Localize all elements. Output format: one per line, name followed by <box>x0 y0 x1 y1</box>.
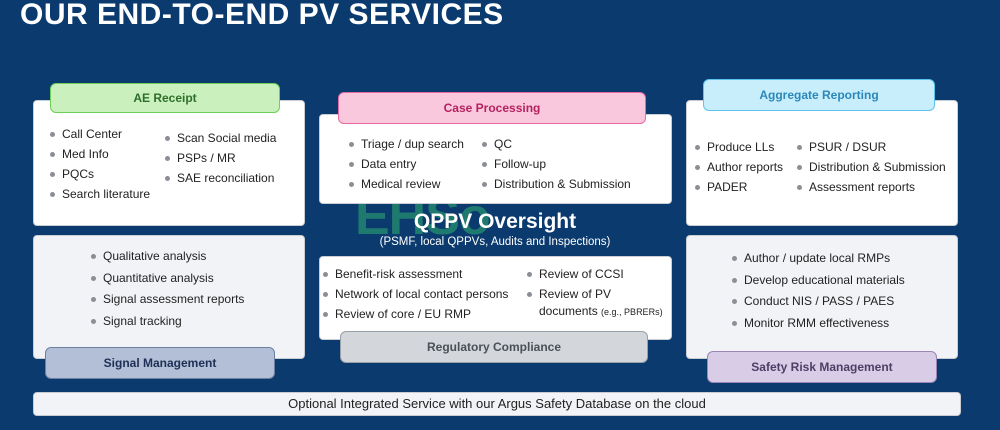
list-item: Data entry <box>349 154 464 174</box>
list-item: Author reports <box>695 157 783 177</box>
list-item: Med Info <box>50 144 150 164</box>
case-processing-panel: Triage / dup search Data entry Medical r… <box>319 114 672 204</box>
list-item: Author / update local RMPs <box>732 248 905 270</box>
list-item: Review of CCSI <box>527 264 624 284</box>
aggregate-reporting-tab: Aggregate Reporting <box>703 79 935 111</box>
list-item: Assessment reports <box>797 177 946 197</box>
ae-receipt-list-left: Call Center Med Info PQCs Search literat… <box>50 124 150 204</box>
list-item: Medical review <box>349 174 464 194</box>
regulatory-compliance-list-right: Review of CCSI Review of PV <box>527 264 624 304</box>
optional-service-banner: Optional Integrated Service with our Arg… <box>33 392 961 416</box>
list-item: Triage / dup search <box>349 134 464 154</box>
list-item: Signal assessment reports <box>91 289 244 311</box>
case-processing-list-left: Triage / dup search Data entry Medical r… <box>349 134 464 194</box>
list-item: SAE reconciliation <box>165 168 276 188</box>
list-item: Review of PV <box>527 284 624 304</box>
list-item: Review of core / EU RMP <box>323 304 508 324</box>
case-processing-tab: Case Processing <box>338 92 646 124</box>
safety-risk-management-tab: Safety Risk Management <box>707 351 937 383</box>
list-item-note: (e.g., PBRERs) <box>601 307 663 317</box>
list-item: PSPs / MR <box>165 148 276 168</box>
list-item: Call Center <box>50 124 150 144</box>
list-item: Benefit-risk assessment <box>323 264 508 284</box>
list-item: Network of local contact persons <box>323 284 508 304</box>
list-item: Follow-up <box>482 154 631 174</box>
case-processing-list-right: QC Follow-up Distribution & Submission <box>482 134 631 194</box>
list-item: Develop educational materials <box>732 270 905 292</box>
list-item-continuation: documents (e.g., PBRERs) <box>539 304 663 319</box>
safety-risk-management-list: Author / update local RMPs Develop educa… <box>732 248 905 334</box>
safety-risk-management-panel: Author / update local RMPs Develop educa… <box>686 235 958 359</box>
list-item: Distribution & Submission <box>797 157 946 177</box>
list-item: Qualitative analysis <box>91 246 244 268</box>
aggregate-reporting-list-right: PSUR / DSUR Distribution & Submission As… <box>797 137 946 197</box>
qppv-oversight-subtitle: (PSMF, local QPPVs, Audits and Inspectio… <box>379 236 611 248</box>
qppv-oversight-title: QPPV Oversight <box>413 210 577 233</box>
aggregate-reporting-panel: Produce LLs Author reports PADER PSUR / … <box>686 100 958 226</box>
list-item: Conduct NIS / PASS / PAES <box>732 291 905 313</box>
regulatory-compliance-tab: Regulatory Compliance <box>340 331 648 363</box>
regulatory-compliance-panel: Benefit-risk assessment Network of local… <box>319 256 672 340</box>
list-item: Quantitative analysis <box>91 268 244 290</box>
signal-management-list: Qualitative analysis Quantitative analys… <box>91 246 244 332</box>
ae-receipt-tab: AE Receipt <box>50 83 280 113</box>
list-item: PQCs <box>50 164 150 184</box>
ae-receipt-panel: Call Center Med Info PQCs Search literat… <box>33 100 305 226</box>
list-item: Produce LLs <box>695 137 783 157</box>
list-item: QC <box>482 134 631 154</box>
list-item: PSUR / DSUR <box>797 137 946 157</box>
page-title: OUR END-TO-END PV SERVICES <box>20 0 504 31</box>
list-item: Distribution & Submission <box>482 174 631 194</box>
signal-management-panel: Qualitative analysis Quantitative analys… <box>33 235 305 359</box>
ae-receipt-list-right: Scan Social media PSPs / MR SAE reconcil… <box>165 128 276 188</box>
list-item: Scan Social media <box>165 128 276 148</box>
list-item: Signal tracking <box>91 311 244 333</box>
list-item: Monitor RMM effectiveness <box>732 313 905 335</box>
list-item-text: Review of PV <box>539 287 612 301</box>
aggregate-reporting-list-left: Produce LLs Author reports PADER <box>695 137 783 197</box>
list-item: PADER <box>695 177 783 197</box>
signal-management-tab: Signal Management <box>45 347 275 379</box>
regulatory-compliance-list-left: Benefit-risk assessment Network of local… <box>323 264 508 324</box>
list-item-text: documents <box>539 304 598 318</box>
list-item: Search literature <box>50 184 150 204</box>
